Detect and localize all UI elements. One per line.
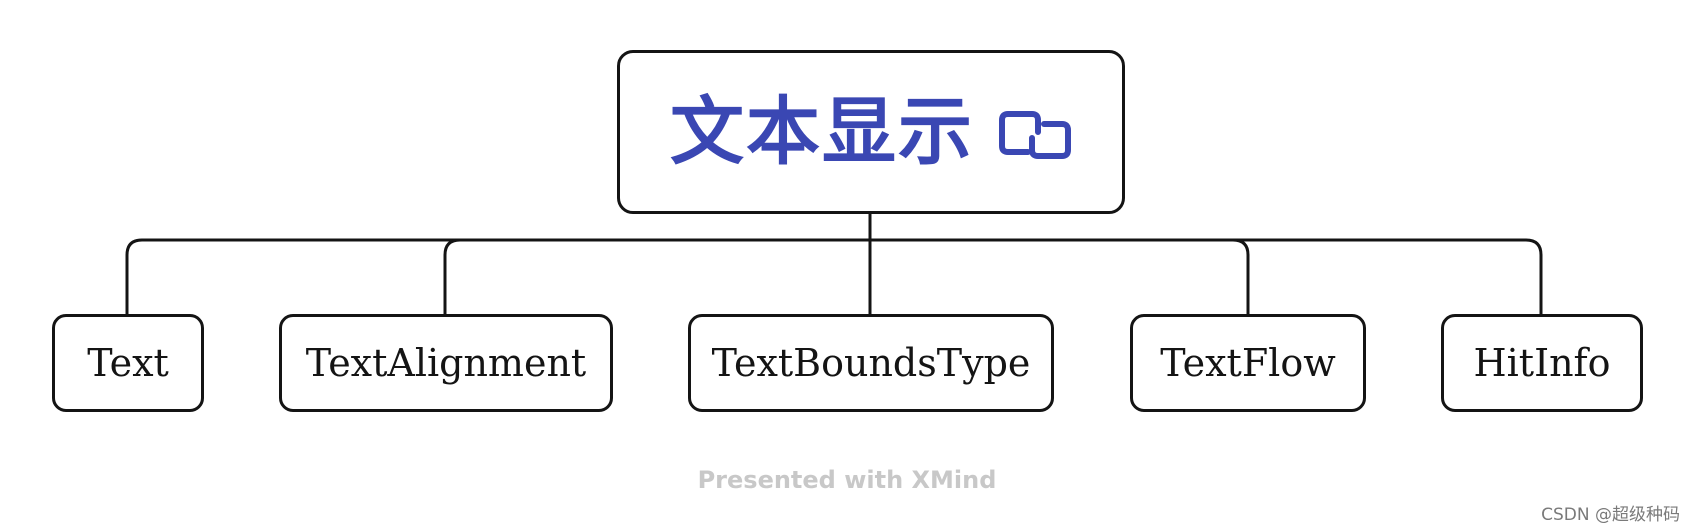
xmind-watermark: Presented with XMind (697, 466, 997, 494)
connector-to-hitinfo (1525, 238, 1543, 314)
child-label-hitinfo: HitInfo (1473, 341, 1611, 385)
root-node[interactable]: 文本显示 (617, 50, 1125, 214)
connector-to-textflow (1232, 238, 1250, 314)
child-label-textalignment: TextAlignment (305, 341, 587, 385)
child-node-text[interactable]: Text (52, 314, 204, 412)
root-title: 文本显示 (670, 89, 974, 175)
child-node-hitinfo[interactable]: HitInfo (1441, 314, 1643, 412)
child-node-textboundstype[interactable]: TextBoundsType (688, 314, 1054, 412)
connector-to-textalignment (443, 238, 461, 314)
csdn-credit: CSDN @超级种码 (1541, 505, 1680, 525)
child-label-textflow: TextFlow (1160, 341, 1336, 385)
child-node-textalignment[interactable]: TextAlignment (279, 314, 613, 412)
child-node-textflow[interactable]: TextFlow (1130, 314, 1366, 412)
link-icon[interactable] (998, 108, 1072, 162)
connector-to-text (125, 238, 143, 314)
child-label-text: Text (87, 341, 169, 385)
child-label-textboundstype: TextBoundsType (711, 341, 1031, 385)
